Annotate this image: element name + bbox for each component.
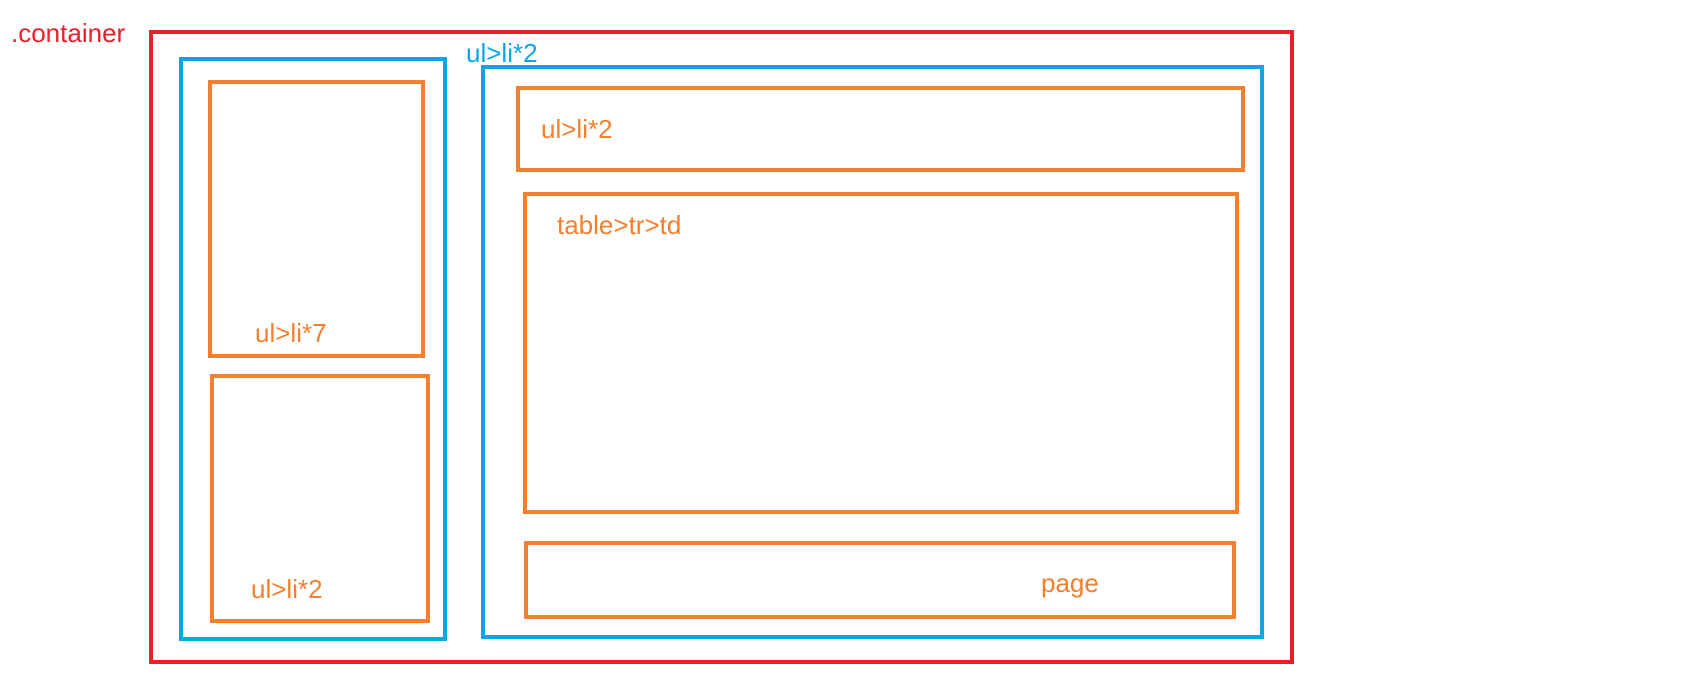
sidebar-column-box	[179, 57, 447, 641]
sidebar-extra-block	[210, 374, 430, 623]
sidebar-menu-label: ul>li*7	[255, 318, 327, 348]
main-table-label: table>tr>td	[557, 210, 682, 240]
main-page-block	[524, 541, 1236, 619]
main-tabs-block	[516, 86, 1245, 172]
container-box	[149, 30, 1294, 664]
main-column-label: ul>li*2	[466, 38, 538, 68]
container-label: .container	[11, 18, 126, 48]
sidebar-extra-label: ul>li*2	[251, 574, 323, 604]
main-page-label: page	[1041, 568, 1099, 598]
main-table-block	[523, 192, 1239, 514]
main-column-box	[481, 65, 1264, 639]
main-tabs-label: ul>li*2	[541, 114, 613, 144]
sidebar-menu-block	[208, 80, 425, 358]
